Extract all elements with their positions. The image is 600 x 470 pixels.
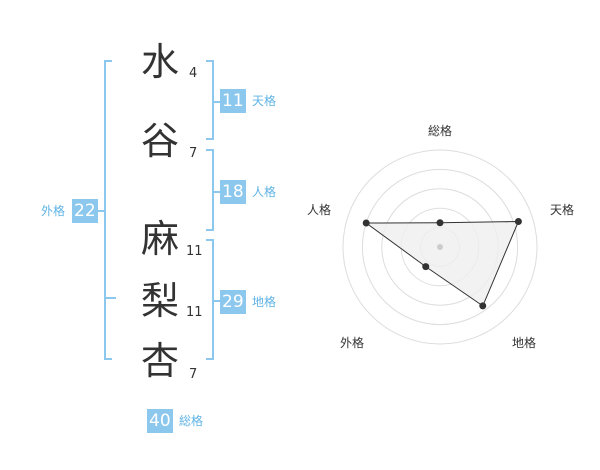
radar-point-jinkaku [362,219,370,227]
soukaku-value: 40 [147,409,173,433]
jinkaku-connector [214,191,220,193]
jinkaku-label: 人格 [252,185,277,199]
name-char-2: 谷 [140,119,179,163]
jinkaku-value: 18 [220,180,246,204]
radar-label-gaikaku: 外格 [340,336,365,350]
radar-point-chikaku [479,302,487,310]
gaikaku-bracket [104,60,112,360]
radar-label-chikaku: 地格 [512,336,537,350]
tenkaku-value: 11 [220,89,246,113]
radar-point-soukaku [436,219,444,227]
gaikaku-connector [98,210,104,212]
name-char-1: 水 [140,40,179,84]
chikaku-label: 地格 [252,295,277,309]
tenkaku-bracket [206,60,214,140]
stroke-count-2: 7 [189,146,198,161]
soukaku-label: 総格 [179,414,204,428]
stroke-count-1: 4 [189,66,198,81]
radar-points [362,218,522,310]
tenkaku-label: 天格 [252,94,277,108]
radar-label-jinkaku: 人格 [307,203,332,217]
chikaku-value: 29 [220,290,246,314]
tenkaku-connector [214,101,220,103]
radar-ring [342,149,538,345]
stroke-count-3: 11 [186,244,203,259]
gaikaku-value: 22 [72,199,98,223]
chikaku-bracket [206,239,214,360]
name-char-4: 梨 [140,279,179,323]
name-char-5: 杏 [140,339,179,383]
gaikaku-label: 外格 [41,204,66,218]
radar-label-soukaku: 総格 [428,124,453,138]
chikaku-connector [214,300,220,302]
stroke-count-5: 7 [189,367,198,382]
radar-point-gaikaku [422,263,430,271]
jinkaku-bracket [206,149,214,231]
name-char-3: 麻 [140,217,179,261]
radar-polygon [364,220,520,307]
gaikaku-tick [104,297,116,299]
radar-center-dot [437,244,443,250]
radar-label-tenkaku: 天格 [550,203,575,217]
stroke-count-4: 11 [186,305,203,320]
radar-point-tenkaku [514,218,522,226]
radar-ring [361,168,519,326]
